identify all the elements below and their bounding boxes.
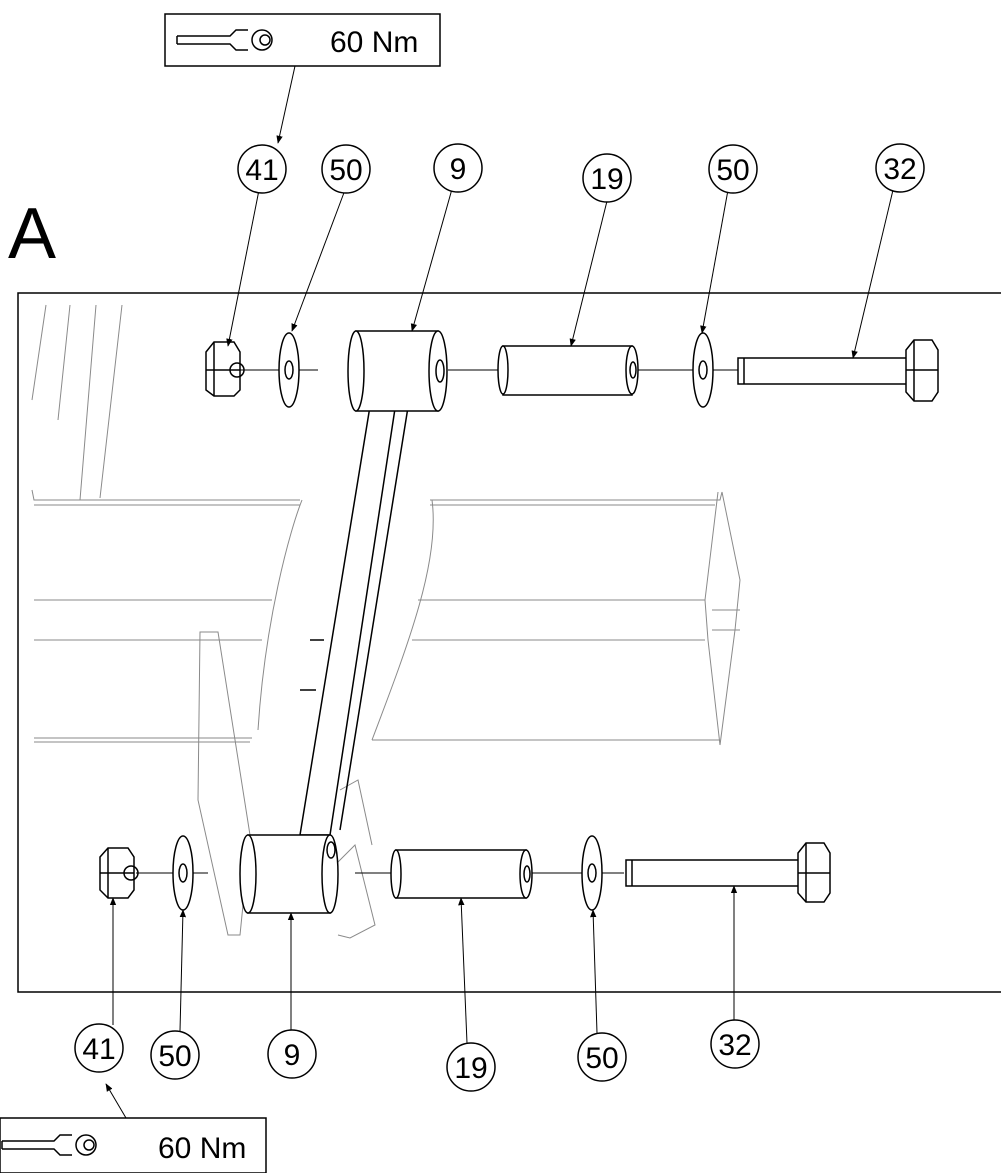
callout-bubble: 41 [74, 1023, 124, 1073]
callout-bubble: 50 [708, 144, 758, 194]
callout-label: 50 [329, 154, 362, 187]
callout-label: 9 [450, 153, 467, 186]
bottom-assembly [99, 834, 831, 914]
callout-bubble: 32 [710, 1019, 760, 1069]
callout-label: 50 [158, 1040, 191, 1073]
callout-label: 32 [718, 1029, 751, 1062]
callout-label: 32 [883, 153, 916, 186]
leader-lines [105, 65, 894, 1119]
callout-bubble: 19 [582, 153, 632, 203]
callout-bubble: 50 [150, 1030, 200, 1080]
callout-label: 50 [585, 1042, 618, 1075]
callout-label: 19 [454, 1052, 487, 1085]
callout-label: 41 [245, 154, 278, 187]
callout-bubble: 9 [267, 1029, 317, 1079]
torque-value: 60 Nm [158, 1132, 246, 1165]
callout-bubble: 9 [433, 143, 483, 193]
detail-view-frame [17, 292, 1001, 993]
callout-label: 50 [716, 154, 749, 187]
frame-context [31, 304, 741, 939]
torque-callout-bottom: 60 Nm [0, 1117, 267, 1173]
torque-value: 60 Nm [330, 26, 418, 59]
wrench-icon [1, 1134, 97, 1156]
callout-bubble: 41 [237, 144, 287, 194]
callout-label: 19 [590, 163, 623, 196]
view-label: A [8, 194, 56, 274]
callout-bubble: 32 [875, 143, 925, 193]
callout-label: 9 [284, 1039, 301, 1072]
callout-bubble: 50 [577, 1032, 627, 1082]
torque-callout-top: 60 Nm [164, 13, 441, 67]
link-arm [299, 342, 419, 836]
wrench-icon [176, 29, 273, 51]
callout-bubble: 19 [446, 1042, 496, 1092]
callout-label: 41 [82, 1033, 115, 1066]
callout-bubble: 50 [321, 144, 371, 194]
